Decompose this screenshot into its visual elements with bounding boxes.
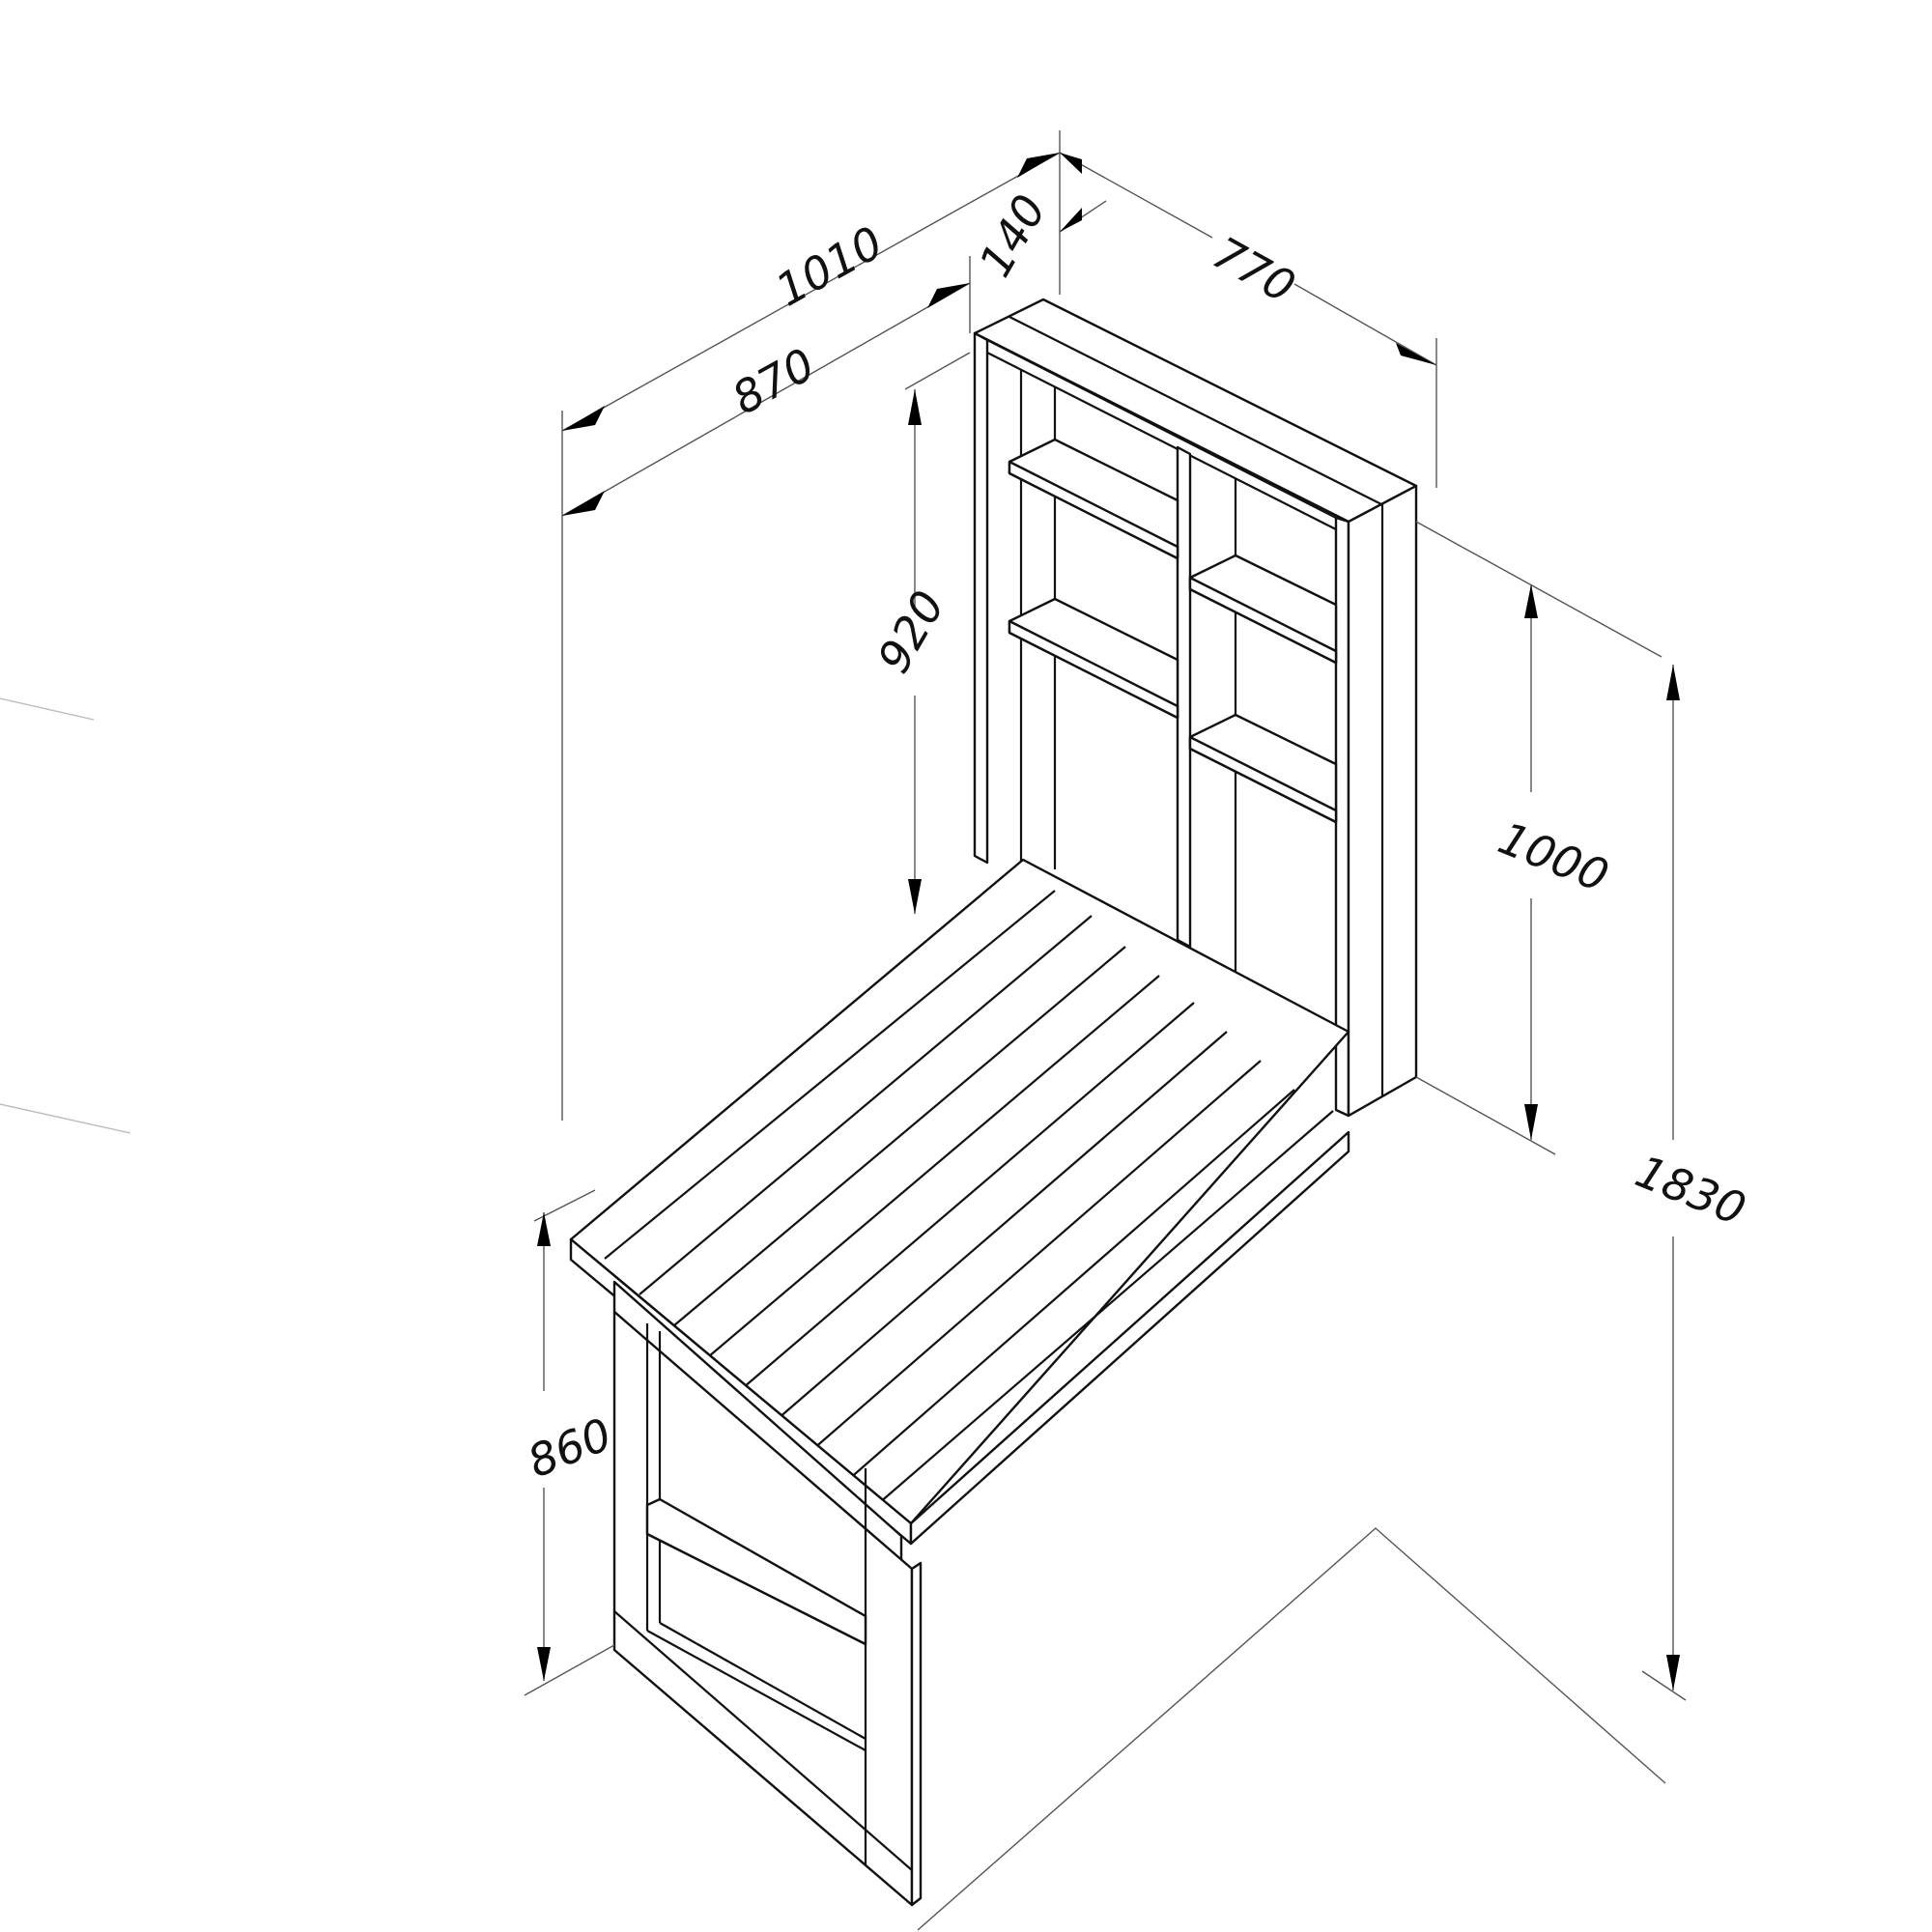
dimension-1000-label: 1000 xyxy=(1492,811,1616,902)
dimension-140: 140 xyxy=(969,185,1107,286)
dimension-920: 920 xyxy=(867,352,971,914)
leg-frame xyxy=(612,1310,923,1907)
dimension-1000: 1000 xyxy=(1415,521,1662,1155)
table-top xyxy=(569,858,1350,1569)
dimension-870-label: 870 xyxy=(724,338,823,425)
dimension-860-label: 860 xyxy=(521,1407,619,1488)
center-divider xyxy=(1176,445,1192,949)
right-shelves xyxy=(1188,554,1338,824)
dimension-770-label: 770 xyxy=(1205,226,1304,313)
dimension-1010-label: 1010 xyxy=(767,216,892,317)
dimension-860: 860 xyxy=(521,1189,619,1696)
table-slats xyxy=(604,890,1334,1504)
dimension-140-label: 140 xyxy=(969,185,1057,285)
wall-cabinet xyxy=(973,298,1418,1118)
left-shelves xyxy=(1008,438,1179,720)
dimension-1830: 1830 xyxy=(1629,665,1753,1701)
dimension-920-label: 920 xyxy=(867,582,955,681)
dimension-1830-label: 1830 xyxy=(1629,1145,1753,1236)
dimension-870: 870 xyxy=(561,256,971,517)
ground-lines xyxy=(0,697,1666,1931)
